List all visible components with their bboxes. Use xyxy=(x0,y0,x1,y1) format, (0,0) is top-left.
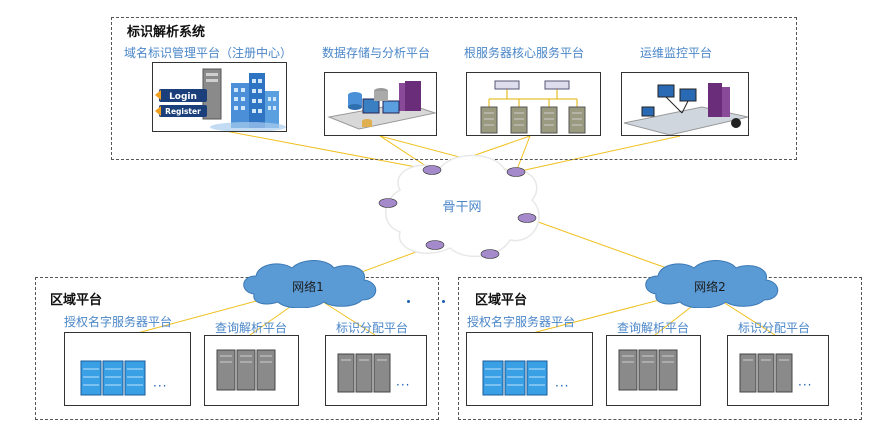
router-icons xyxy=(378,165,537,259)
platform-label-ops-monitor: 运维监控平台 xyxy=(640,46,713,60)
region1-auth-ns-panel: ··· xyxy=(64,332,191,406)
router-icon xyxy=(480,249,500,259)
router-icon xyxy=(506,167,526,177)
gray-server-illustration xyxy=(618,349,678,391)
backbone-cloud xyxy=(385,154,540,258)
ellipsis: ··· xyxy=(153,379,168,393)
region2-id-alloc-panel: ··· xyxy=(727,335,829,406)
system-title: 标识解析系统 xyxy=(127,25,206,40)
gray-server-illustration xyxy=(337,353,391,393)
blue-server-rack-illustration xyxy=(80,360,146,396)
region1-label-id-alloc: 标识分配平台 xyxy=(336,321,409,335)
router-icon xyxy=(517,213,537,223)
region1-id-alloc-panel: ··· xyxy=(325,335,427,406)
backbone-label: 骨干网 xyxy=(442,200,481,215)
region2-label-id-alloc: 标识分配平台 xyxy=(738,321,811,335)
network-label-1: 网络1 xyxy=(292,279,324,294)
separator-dot xyxy=(407,300,410,303)
data-storage-panel xyxy=(324,72,437,136)
gray-server-illustration xyxy=(739,353,793,393)
region1-query-panel xyxy=(204,335,299,406)
region2-label-query: 查询解析平台 xyxy=(617,321,690,335)
router-icon xyxy=(378,198,398,208)
blue-server-rack-illustration xyxy=(482,360,548,396)
region-title-1: 区域平台 xyxy=(50,293,103,308)
platform-label-data-storage: 数据存储与分析平台 xyxy=(322,46,431,60)
ops-monitor-illustration xyxy=(623,83,748,135)
region2-label-auth-ns: 授权名字服务器平台 xyxy=(467,315,576,329)
ellipsis: ··· xyxy=(396,378,411,392)
router-icon xyxy=(425,240,445,250)
register-button-label: Register xyxy=(165,107,201,116)
data-storage-illustration xyxy=(327,81,436,130)
region1-label-auth-ns: 授权名字服务器平台 xyxy=(64,315,173,329)
login-building-illustration: Login Register xyxy=(155,68,286,131)
network-cloud-2: 网络2 xyxy=(645,260,779,308)
domain-management-panel: Login Register xyxy=(152,62,287,132)
region-title-2: 区域平台 xyxy=(475,293,528,308)
gray-server-illustration xyxy=(216,349,276,391)
region2-query-panel xyxy=(606,335,701,406)
platform-label-domain: 域名标识管理平台（注册中心） xyxy=(124,46,293,60)
root-server-panel xyxy=(466,72,601,136)
separator-dot xyxy=(442,300,445,303)
network-label-2: 网络2 xyxy=(694,279,726,294)
login-button-label: Login xyxy=(169,92,197,102)
network-cloud-1: 网络1 xyxy=(243,260,377,308)
ops-monitor-panel xyxy=(621,72,749,136)
region-platform-box-1 xyxy=(35,277,439,420)
platform-label-root-server: 根服务器核心服务平台 xyxy=(464,46,585,60)
region2-auth-ns-panel: ··· xyxy=(466,332,593,406)
region1-label-query: 查询解析平台 xyxy=(215,321,288,335)
root-server-illustration xyxy=(480,80,586,134)
ellipsis: ··· xyxy=(798,378,813,392)
ellipsis: ··· xyxy=(555,379,570,393)
router-icon xyxy=(422,165,442,175)
